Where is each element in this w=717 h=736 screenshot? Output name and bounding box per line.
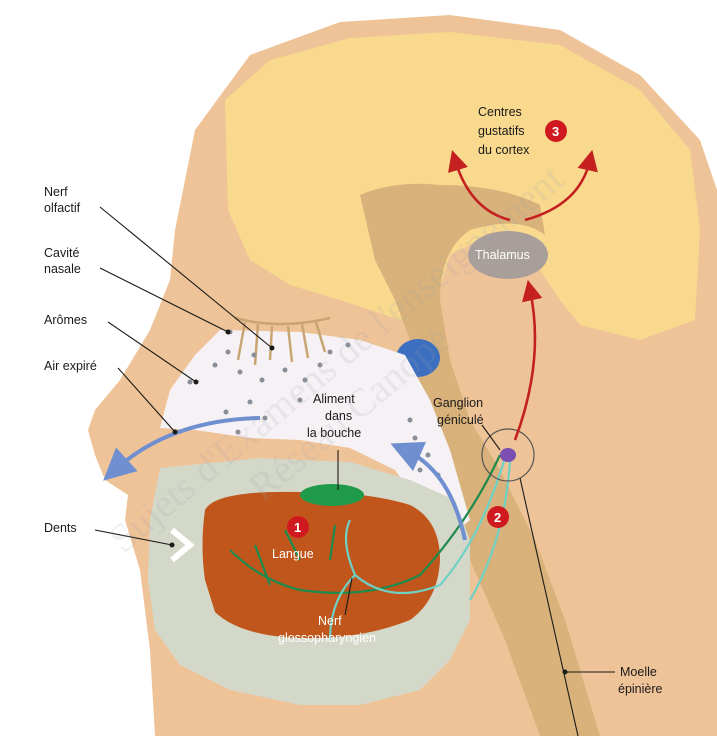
label-air-expire: Air expiré — [44, 359, 97, 373]
label-centres-3: du cortex — [478, 143, 530, 157]
label-ganglion-2: géniculé — [437, 413, 484, 427]
label-nerf-glosso-2: glossopharyngien — [278, 631, 376, 645]
label-aromes: Arômes — [44, 313, 87, 327]
label-nerf-olfactif-2: olfactif — [44, 201, 81, 215]
label-nerf-glosso-1: Nerf — [318, 614, 342, 628]
step-3-number: 3 — [552, 124, 559, 139]
label-nerf-olfactif-1: Nerf — [44, 185, 68, 199]
label-ganglion-1: Ganglion — [433, 396, 483, 410]
label-cavite-nasale-1: Cavité — [44, 246, 79, 260]
food-bolus — [300, 484, 364, 506]
step-2-number: 2 — [494, 510, 501, 525]
ganglion — [500, 448, 516, 462]
label-langue: Langue — [272, 547, 314, 561]
label-cavite-nasale-2: nasale — [44, 262, 81, 276]
label-centres-1: Centres — [478, 105, 522, 119]
label-moelle-2: épinière — [618, 682, 663, 696]
label-centres-2: gustatifs — [478, 124, 525, 138]
step-1-number: 1 — [294, 520, 301, 535]
label-moelle-1: Moelle — [620, 665, 657, 679]
label-dents: Dents — [44, 521, 77, 535]
